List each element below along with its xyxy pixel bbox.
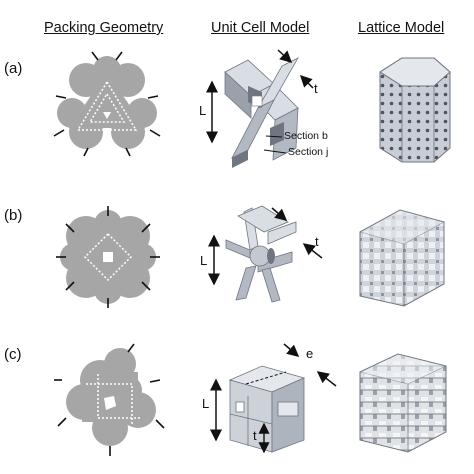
dimension-label-t-c: t bbox=[253, 428, 257, 443]
packing-geometry-b bbox=[56, 206, 160, 308]
row-label-c: (c) bbox=[4, 346, 22, 363]
section-b-leader bbox=[265, 135, 283, 138]
unit-cell-model-c bbox=[228, 365, 306, 453]
lattice-model-b bbox=[358, 209, 446, 307]
dimension-label-t-a: t bbox=[314, 81, 318, 96]
dimension-label-l-a: L bbox=[199, 103, 207, 118]
header-unit-cell-model: Unit Cell Model bbox=[211, 20, 310, 36]
lattice-model-a bbox=[379, 57, 451, 163]
thickness-arrow-b-upper bbox=[271, 207, 288, 221]
packing-geometry-c bbox=[54, 343, 165, 456]
dimension-label-e-c: e bbox=[306, 346, 314, 361]
unit-cell-model-b bbox=[225, 205, 297, 303]
packing-geometry-a bbox=[53, 51, 161, 157]
dimension-label-t-b: t bbox=[315, 234, 319, 249]
header-packing-geometry: Packing Geometry bbox=[44, 20, 164, 36]
section-j-leader bbox=[263, 149, 287, 154]
section-j-label: Section j bbox=[288, 146, 329, 158]
unit-cell-model-a bbox=[224, 57, 300, 168]
lattice-model-c bbox=[358, 353, 448, 453]
row-label-a: (a) bbox=[4, 60, 23, 77]
thickness-arrow-a-upper bbox=[277, 49, 293, 64]
edge-arrow-c-lower bbox=[316, 371, 337, 387]
dimension-label-l-c: L bbox=[202, 396, 210, 411]
edge-arrow-c-upper bbox=[283, 343, 300, 357]
row-label-b: (b) bbox=[4, 207, 23, 224]
thickness-arrow-b-lower bbox=[302, 243, 323, 259]
header-lattice-model: Lattice Model bbox=[358, 20, 445, 36]
thickness-arrow-a-lower bbox=[299, 74, 314, 89]
section-b-label: Section b bbox=[284, 130, 328, 142]
dimension-label-l-b: L bbox=[200, 253, 208, 268]
